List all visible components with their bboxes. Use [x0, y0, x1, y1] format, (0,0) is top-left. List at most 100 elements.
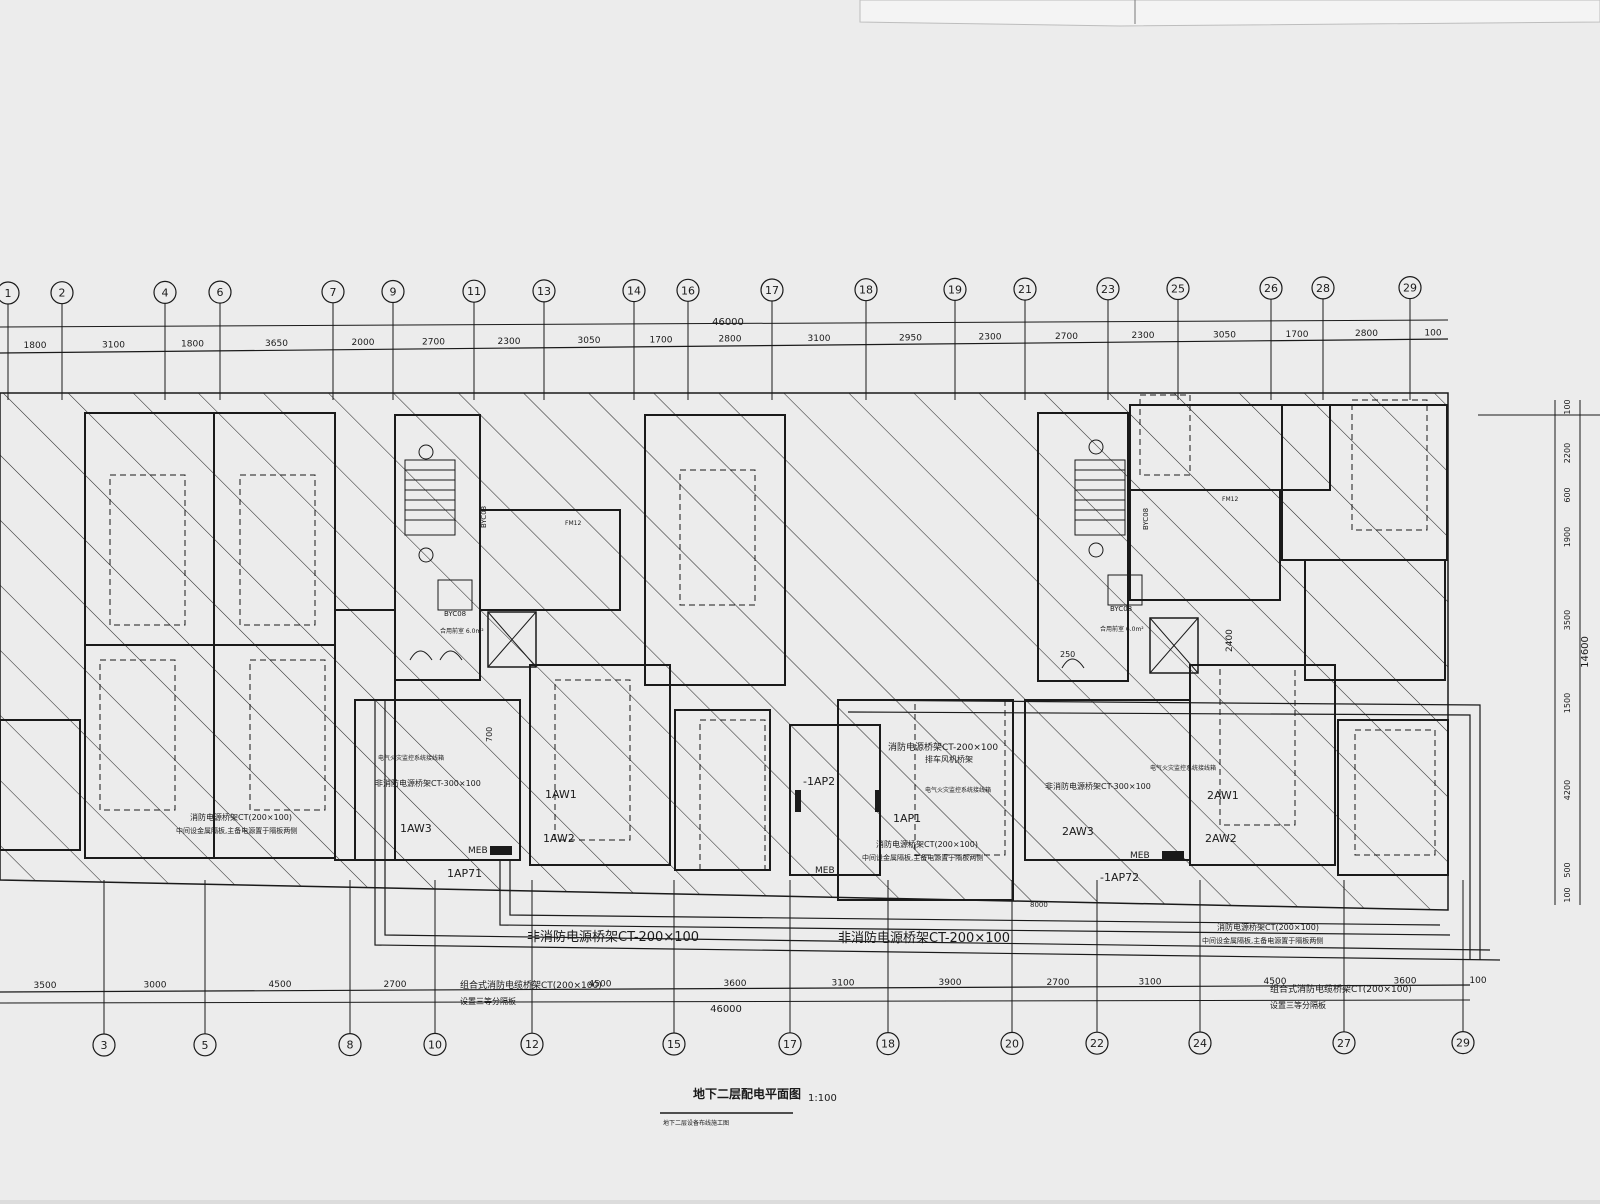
- axis-marker-bottom-17: 17: [778, 880, 802, 1056]
- axis-label-top: 11: [467, 285, 481, 298]
- bottom-total-dimension: 46000: [710, 1004, 742, 1015]
- shaft-label-1: 合用前室 6.0m²: [440, 627, 484, 635]
- panel-1ap2: -1AP2: [803, 775, 835, 788]
- axis-label-top: 16: [681, 284, 695, 297]
- axis-label-top: 26: [1264, 282, 1278, 295]
- dimension-right: 3500: [1563, 610, 1572, 630]
- byc-label-3: BYC08: [1110, 605, 1132, 613]
- equipment-dashed: [99, 394, 1436, 871]
- axis-marker-top-26: 26: [1259, 276, 1283, 400]
- axis-marker-top-6: 6: [208, 280, 232, 400]
- tray-nonfire-small-2: 非消防电源桥架CT-300×100: [1045, 781, 1151, 791]
- panel-1ap1: 1AP1: [893, 812, 921, 825]
- axis-marker-top-21: 21: [1013, 277, 1037, 400]
- axis-label-top: 7: [330, 286, 337, 299]
- tray-nonfire-long-1: 非消防电源桥架CT-200×100: [527, 929, 699, 945]
- fm-label-2: FM12: [1222, 496, 1238, 503]
- dim-2400: 2400: [1225, 629, 1235, 652]
- panel-1aw1: 1AW1: [545, 788, 577, 801]
- axis-label-top: 14: [627, 285, 641, 298]
- dimension-top: 3050: [578, 336, 601, 346]
- axis-label-top: 18: [859, 284, 873, 297]
- axis-marker-top-4: 4: [153, 280, 177, 400]
- dimension-top: 2950: [899, 333, 922, 343]
- drawing-scale: 1:100: [808, 1093, 837, 1104]
- tray-mixed-3: 消防电源桥架CT(200×100): [1217, 922, 1319, 932]
- dimension-top: 2700: [1055, 332, 1078, 342]
- axis-label-top: 9: [390, 286, 397, 299]
- axis-label-top: 23: [1101, 283, 1115, 296]
- tray-fire-1b: 排车风机桥架: [925, 754, 973, 764]
- dimension-bottom: 4500: [589, 979, 612, 989]
- axis-label-bottom: 29: [1456, 1037, 1470, 1050]
- panel-2aw3: 2AW3: [1062, 825, 1094, 838]
- axis-label-bottom: 18: [881, 1038, 895, 1051]
- axis-marker-top-18: 18: [854, 278, 878, 400]
- dimension-top: 3100: [102, 340, 125, 350]
- dimension-right: 500: [1563, 862, 1572, 877]
- dimension-bottom: 3600: [724, 979, 747, 989]
- tray-combo-1b: 设置三等分隔板: [460, 996, 516, 1006]
- axis-marker-top-19: 19: [943, 277, 967, 400]
- right-total-dimension: 14600: [1580, 636, 1591, 668]
- underlying-sheet: [859, 0, 1600, 27]
- axis-label-bottom: 27: [1337, 1037, 1351, 1050]
- axis-marker-top-2: 2: [50, 281, 74, 400]
- axis-label-top: 29: [1403, 282, 1417, 295]
- fire-alarm-1: 电气火灾监控系统接线箱: [378, 754, 444, 762]
- axis-marker-bottom-15: 15: [662, 880, 686, 1056]
- dimension-bottom: 4500: [1264, 977, 1287, 987]
- dimension-right: 2200: [1563, 443, 1572, 463]
- panel-1ap72: -1AP72: [1100, 871, 1139, 884]
- axis-marker-bottom-5: 5: [193, 880, 217, 1057]
- dimension-top: 1800: [181, 340, 204, 350]
- axis-label-top: 13: [537, 285, 551, 298]
- dimension-top: 2000: [352, 338, 375, 348]
- axis-marker-bottom-12: 12: [520, 880, 544, 1056]
- axis-label-bottom: 24: [1193, 1037, 1207, 1050]
- meb-boxes: [490, 790, 1184, 860]
- axis-label-top: 28: [1316, 282, 1330, 295]
- axis-marker-bottom-10: 10: [423, 880, 447, 1057]
- meb-label-2: MEB: [1130, 851, 1150, 861]
- dimension-top: 3650: [265, 339, 288, 349]
- dimension-top: 3100: [808, 334, 831, 344]
- axis-marker-top-25: 25: [1166, 276, 1190, 400]
- dimension-top: 2700: [422, 338, 445, 348]
- axis-label-top: 4: [162, 286, 169, 299]
- dimension-bottom: 3100: [832, 979, 855, 989]
- dimension-top: 1700: [650, 335, 673, 345]
- drawing-title: 地下二层配电平面图: [693, 1086, 801, 1101]
- axis-label-top: 21: [1018, 283, 1032, 296]
- shaft-label-2: 合用前室 6.0m²: [1100, 625, 1144, 633]
- dim-700: 700: [485, 727, 494, 742]
- axis-marker-top-28: 28: [1311, 276, 1335, 400]
- dimension-top: 1800: [24, 341, 47, 351]
- axis-label-bottom: 20: [1005, 1037, 1019, 1050]
- tray-annotations: 消防电源桥架CT-200×100 排车风机桥架 非消防电源桥架CT-300×10…: [176, 629, 1412, 1010]
- axis-marker-top-23: 23: [1096, 277, 1120, 400]
- tray-combo-2b: 设置三等分隔板: [1270, 1000, 1326, 1010]
- axis-marker-bottom-18: 18: [876, 880, 900, 1056]
- axis-label-bottom: 22: [1090, 1037, 1104, 1050]
- core-labels: BYC08 BYC08 BYC08 BYC08 合用前室 6.0m² 合用前室 …: [440, 496, 1238, 635]
- dimension-bottom: 3600: [1394, 977, 1417, 987]
- tray-mixed-1: 消防电源桥架CT(200×100): [190, 812, 292, 822]
- axis-marker-top-16: 16: [676, 278, 700, 400]
- stair-core-left: [404, 444, 537, 668]
- dimension-top: 1700: [1286, 330, 1309, 340]
- fire-alarm-3: 电气火灾监控系统接线箱: [1150, 764, 1216, 772]
- axis-label-bottom: 10: [428, 1038, 442, 1051]
- axis-label-top: 25: [1171, 283, 1185, 296]
- axis-marker-bottom-29: 29: [1451, 880, 1475, 1055]
- cable-trays: [374, 699, 1501, 961]
- dimension-bottom: 3100: [1139, 977, 1162, 987]
- axis-marker-top-7: 7: [321, 280, 345, 400]
- axis-label-bottom: 15: [667, 1038, 681, 1051]
- bottom-dimension-chain: 46000: [0, 984, 1471, 1015]
